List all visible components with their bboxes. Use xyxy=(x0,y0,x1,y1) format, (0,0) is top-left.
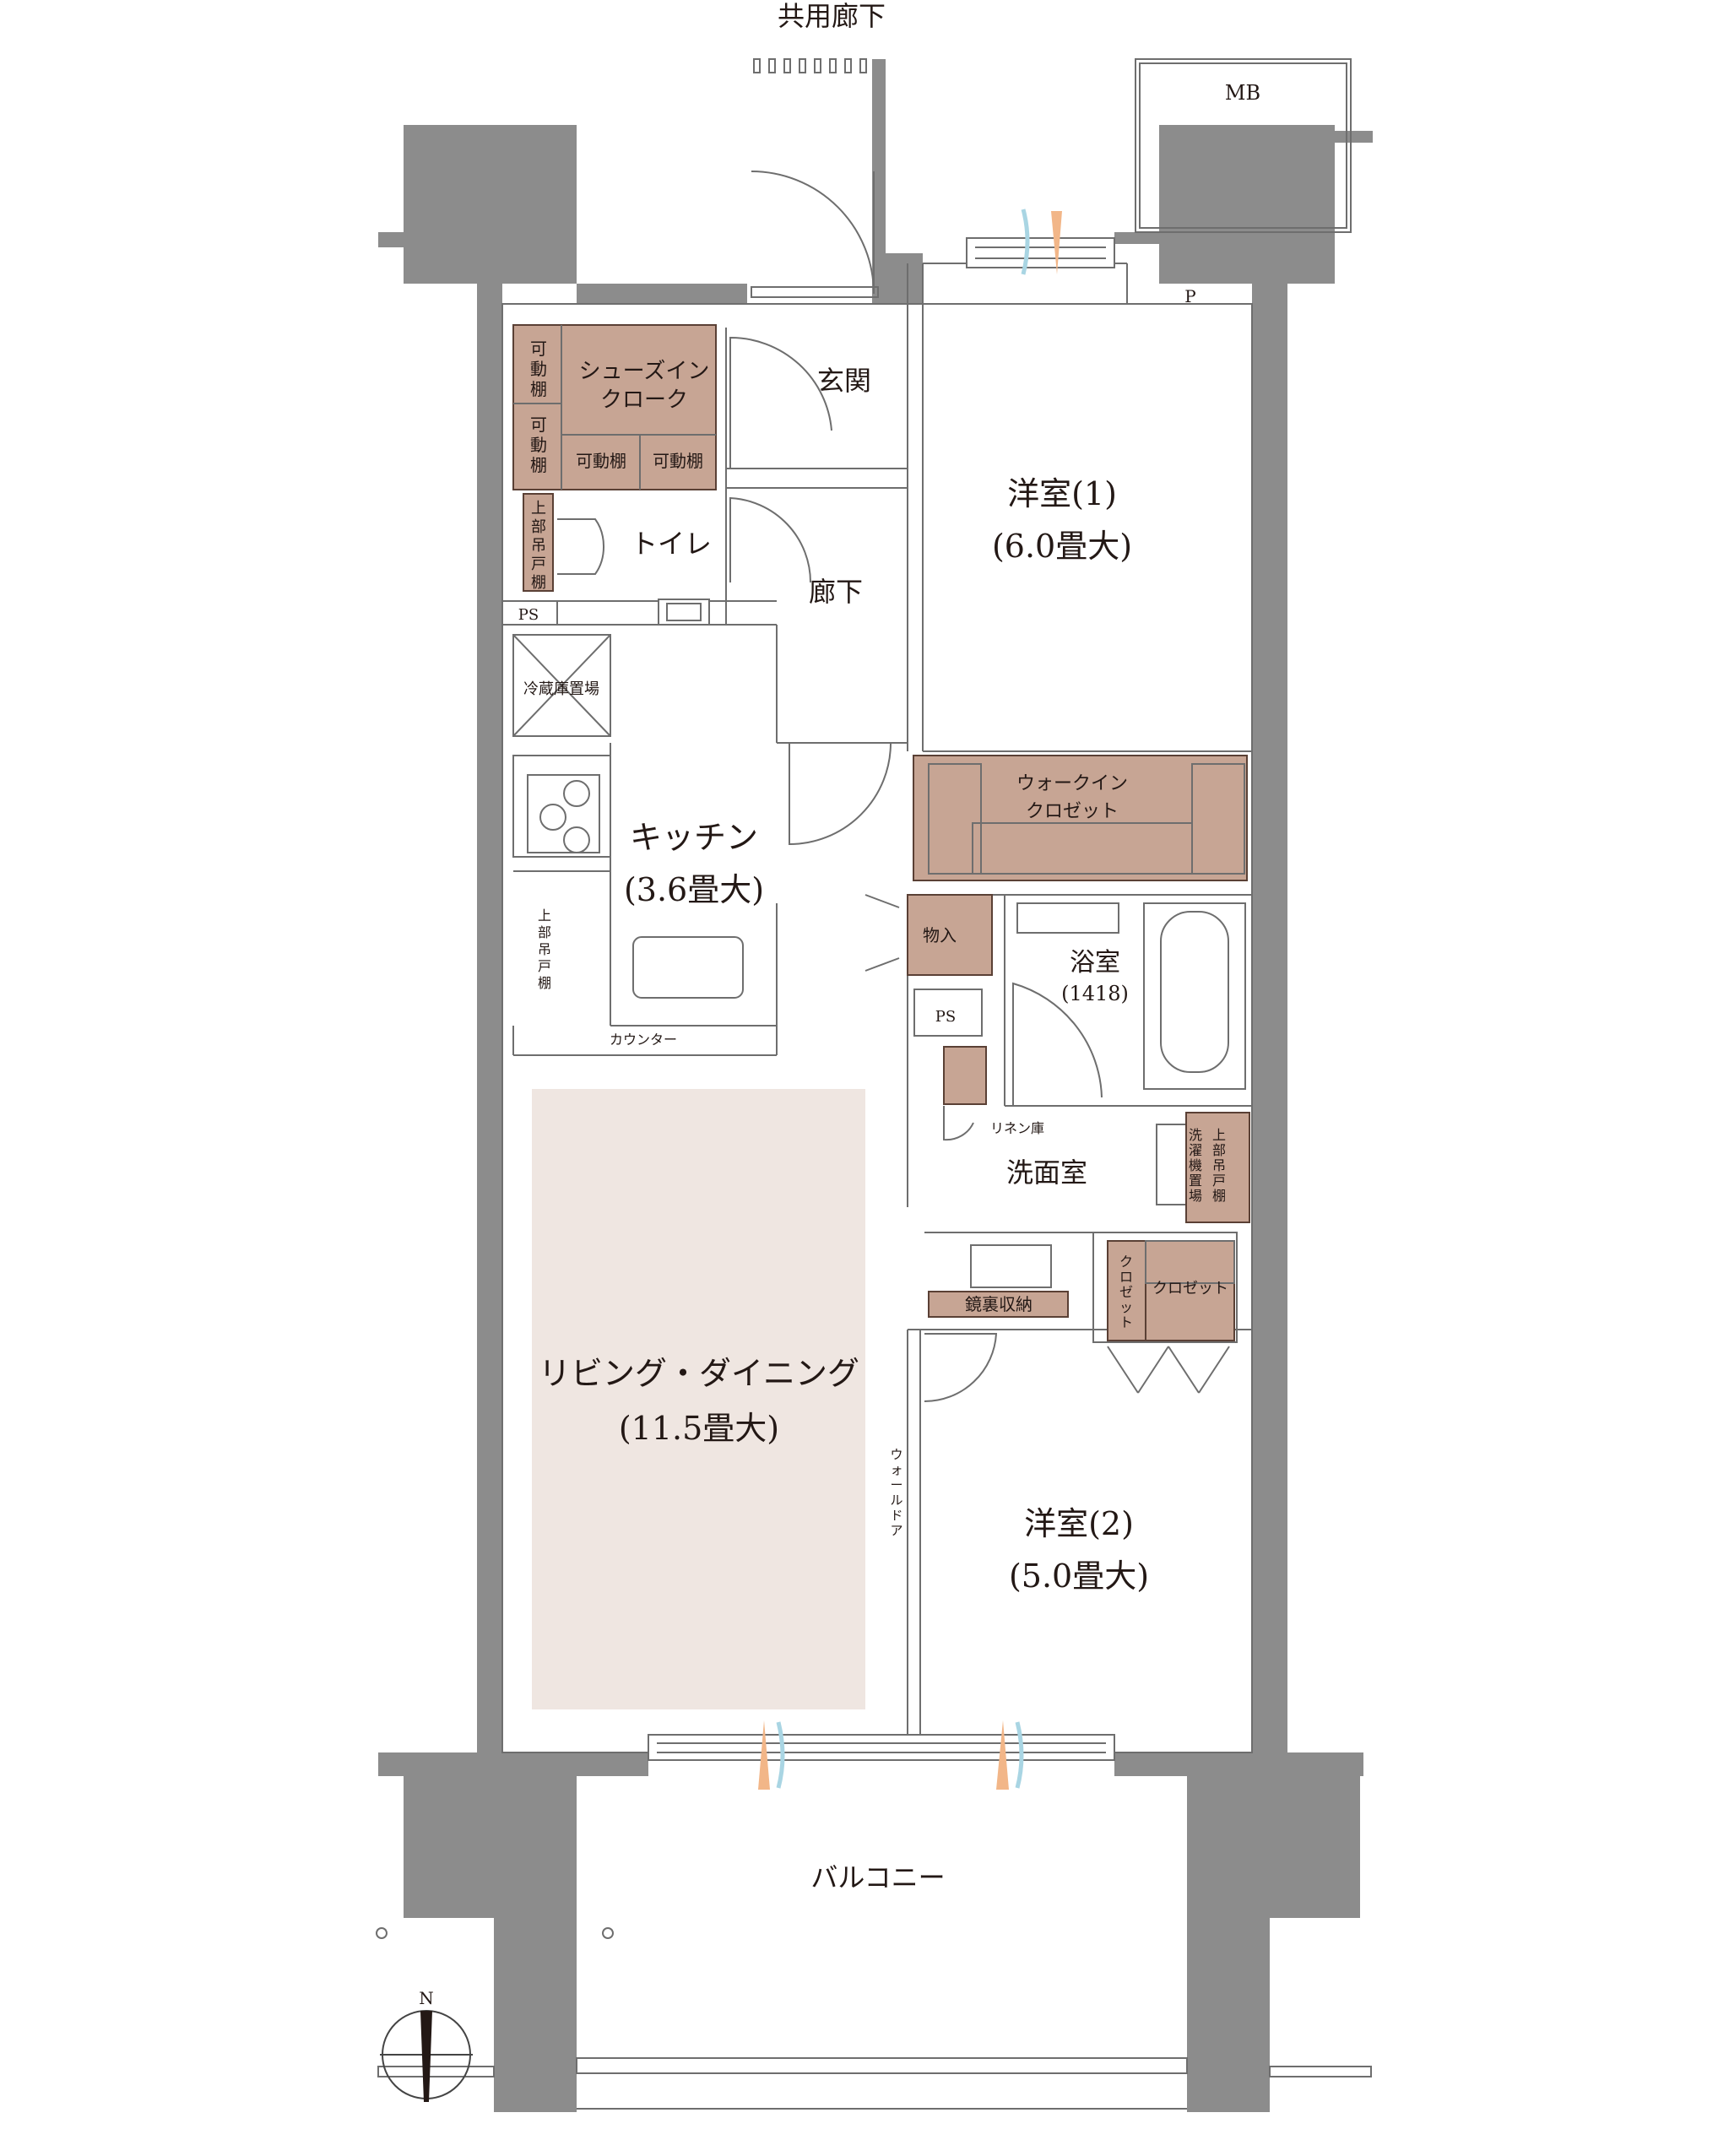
mirror-storage-label: 鏡裏収納 xyxy=(965,1294,1033,1314)
washroom-label: 洗面室 xyxy=(1006,1157,1087,1189)
movable-shelf-v1-char1: 可 xyxy=(530,339,547,359)
upper-cabinet-k-char2: 部 xyxy=(538,924,551,940)
walkin-label-2: クロゼット xyxy=(1026,801,1119,822)
washer-char3: 機 xyxy=(1189,1157,1202,1173)
living-size: (11.5畳大) xyxy=(619,1410,779,1447)
movable-shelf-v2-char2: 動 xyxy=(530,435,547,455)
closet-h-label: クロゼット xyxy=(1152,1280,1228,1297)
mb-box: MB xyxy=(1135,58,1352,233)
wall-door-char1: ウ xyxy=(890,1447,902,1462)
closet-v-char2: ロ xyxy=(1119,1269,1133,1285)
upper-cabinet-w-char3: 吊 xyxy=(1212,1157,1226,1173)
closet-v-char3: ゼ xyxy=(1119,1284,1133,1300)
walkin-label-1: ウォークイン xyxy=(1016,773,1128,794)
compass-needle-icon xyxy=(420,2011,432,2102)
washer-char1: 洗 xyxy=(1189,1127,1202,1143)
western2-size: (5.0畳大) xyxy=(1009,1557,1149,1595)
kitchen-name: キッチン xyxy=(630,819,758,856)
movable-shelf-h2: 可動棚 xyxy=(653,451,703,471)
hallway-label: 廊下 xyxy=(809,576,863,608)
wall-door-char6: ア xyxy=(890,1523,902,1538)
north-label: N xyxy=(419,1988,434,2008)
wall-door-char5: ド xyxy=(890,1508,902,1523)
western1-name: 洋室(1) xyxy=(1007,475,1117,512)
bathroom-size: (1418) xyxy=(1061,982,1129,1005)
closet-v-char1: ク xyxy=(1119,1254,1133,1270)
fridge-label: 冷蔵庫置場 xyxy=(523,680,599,698)
ps-label-2: PS xyxy=(935,1008,956,1026)
upper-cabinet-t-char3: 吊 xyxy=(531,537,546,555)
mb-label: MB xyxy=(1225,81,1260,105)
wall-door-char2: ォ xyxy=(890,1462,902,1477)
toilet-label: トイレ xyxy=(631,528,712,560)
storage-areas xyxy=(512,324,1250,1341)
closet-v-char4: ッ xyxy=(1119,1299,1133,1315)
ps-label-1: PS xyxy=(518,606,539,624)
shoe-closet-label-2: クローク xyxy=(600,387,688,413)
p-label: P xyxy=(1184,286,1195,306)
upper-cabinet-t-char4: 戸 xyxy=(531,555,546,573)
kitchen-size: (3.6畳大) xyxy=(624,871,764,908)
upper-cabinet-w-char1: 上 xyxy=(1212,1127,1226,1143)
western2-name: 洋室(2) xyxy=(1024,1505,1134,1542)
movable-shelf-h1: 可動棚 xyxy=(576,451,626,471)
upper-cabinet-t-char5: 棚 xyxy=(531,574,546,592)
upper-cabinet-k-char4: 戸 xyxy=(538,958,551,974)
upper-cabinet-w-char5: 棚 xyxy=(1212,1188,1226,1204)
western1-size: (6.0畳大) xyxy=(992,528,1132,565)
movable-shelf-v1-char2: 動 xyxy=(530,359,547,379)
bathroom-name: 浴室 xyxy=(1070,948,1120,978)
north-compass: N xyxy=(380,1988,473,2102)
upper-cabinet-t-char1: 上 xyxy=(531,500,546,517)
linen-label: リネン庫 xyxy=(990,1120,1044,1136)
corridor-label: 共用廊下 xyxy=(778,0,886,32)
movable-shelf-v1-char3: 棚 xyxy=(530,379,547,399)
structural-walls xyxy=(377,59,1373,2112)
closet-v-char5: ト xyxy=(1119,1314,1133,1330)
living-name: リビング・ダイニング xyxy=(539,1355,859,1392)
wall-door-char4: ル xyxy=(890,1492,902,1508)
storage-room-label: 物入 xyxy=(923,925,957,945)
living-dining-floor xyxy=(532,1089,865,1709)
wall-door-char3: ー xyxy=(890,1477,902,1492)
upper-cabinet-t-char2: 部 xyxy=(531,518,546,536)
upper-cabinet-k-char1: 上 xyxy=(538,907,551,924)
shoe-closet-label-1: シューズイン xyxy=(579,359,710,384)
ventilation-arrows xyxy=(758,209,1062,1790)
upper-cabinet-w-char4: 戸 xyxy=(1212,1173,1226,1189)
washer-char4: 置 xyxy=(1189,1173,1202,1189)
corridor-marks xyxy=(753,58,867,73)
washer-char5: 場 xyxy=(1189,1188,1202,1204)
movable-shelf-v2-char1: 可 xyxy=(530,414,547,435)
balcony-label: バルコニー xyxy=(810,1861,945,1893)
washer-char2: 濯 xyxy=(1189,1142,1202,1158)
movable-shelf-v2-char3: 棚 xyxy=(530,455,547,475)
room-labels: P 可 動 棚 可 動 棚 シューズイン クローク 可動棚 可動棚 玄関 上 部… xyxy=(518,286,1228,1893)
entrance-label: 玄関 xyxy=(817,365,871,397)
upper-cabinet-w-char2: 部 xyxy=(1212,1142,1226,1158)
upper-cabinet-k-char3: 吊 xyxy=(538,941,551,957)
counter-label: カウンター xyxy=(610,1032,677,1048)
upper-cabinet-k-char5: 棚 xyxy=(538,975,551,991)
